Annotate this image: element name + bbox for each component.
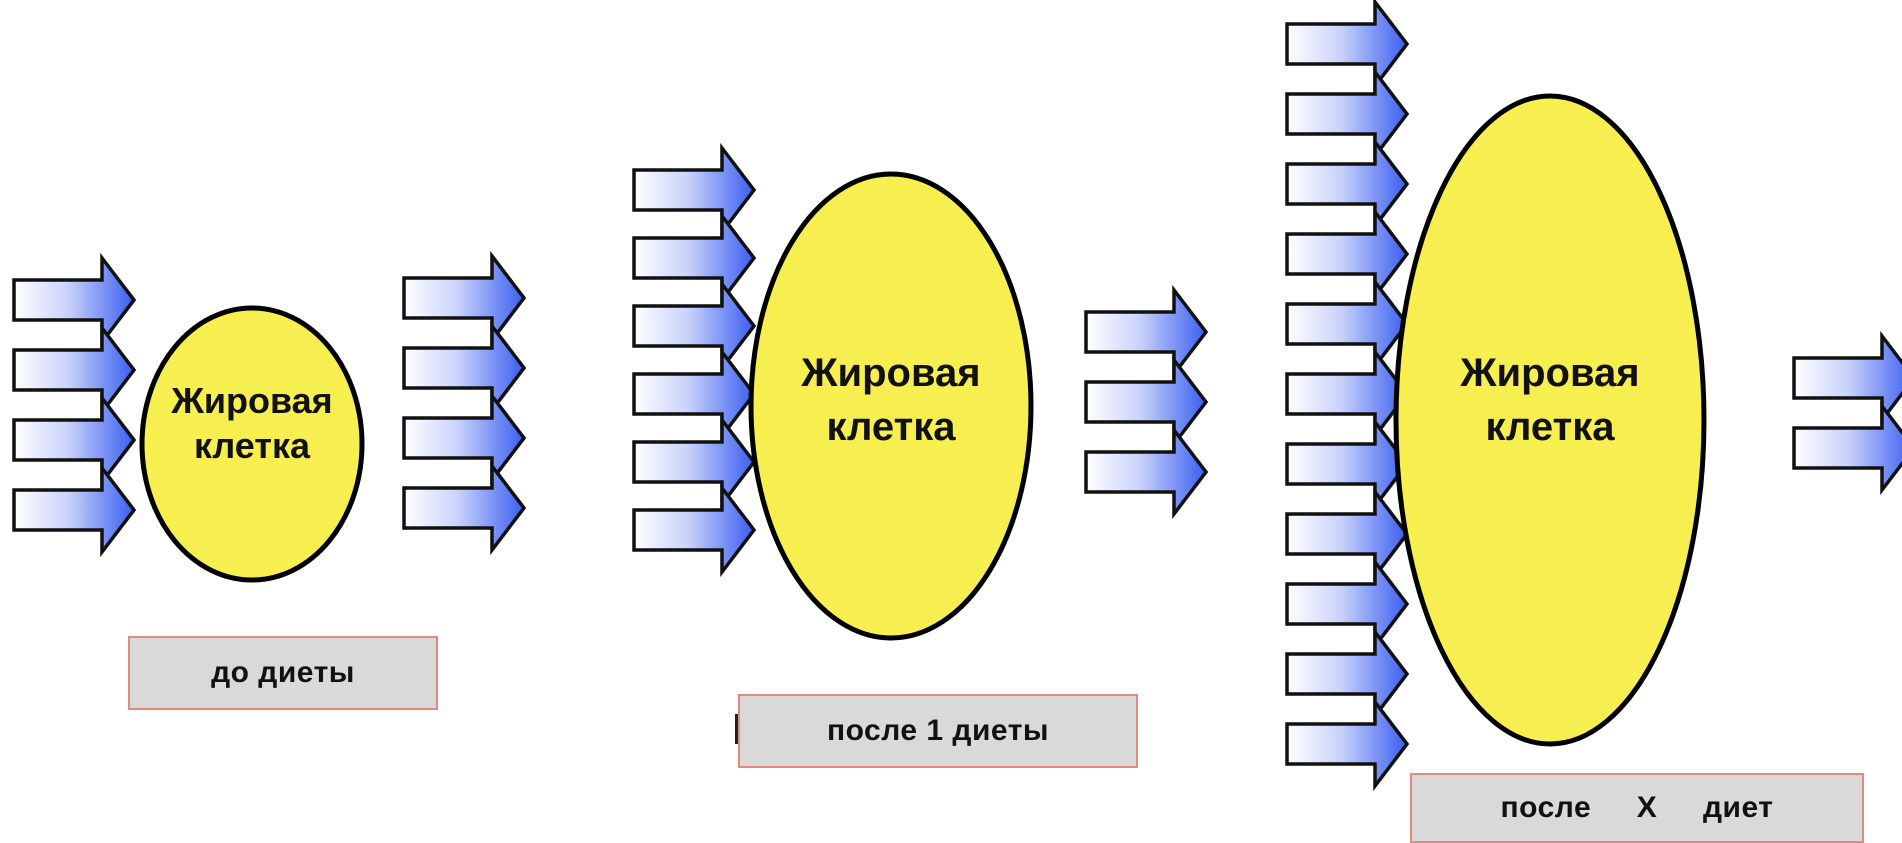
inflow-arrow-icon xyxy=(632,346,757,442)
inflow-arrow-icon xyxy=(12,322,137,418)
outflow-arrow-icon xyxy=(402,250,527,346)
outflow-arrow-icon xyxy=(1084,354,1209,450)
cell-label-stage-2-line2: клетка xyxy=(827,405,957,449)
outflow-arrow-icon xyxy=(1084,284,1209,380)
inflow-arrow-icon xyxy=(1285,66,1410,162)
cell-label-stage-1-line1: Жировая xyxy=(170,380,332,421)
inflow-arrow-icon xyxy=(1285,416,1410,512)
cell-label-stage-3-line2: клетка xyxy=(1486,405,1616,449)
stage-2-outflow-arrows xyxy=(1084,284,1209,520)
cell-label-stage-2-line1: Жировая xyxy=(800,351,980,395)
stage-3-inflow-arrows xyxy=(1285,0,1410,792)
outflow-arrow-icon xyxy=(402,320,527,416)
inflow-arrow-icon xyxy=(1285,206,1410,302)
cell-label-stage-3-line1: Жировая xyxy=(1459,351,1639,395)
inflow-arrow-icon xyxy=(12,462,137,558)
inflow-arrow-icon xyxy=(632,414,757,510)
inflow-arrow-icon xyxy=(1285,136,1410,232)
stage-3-group: Жировая клетка xyxy=(1285,0,1902,792)
stage-2-inflow-arrows xyxy=(632,142,757,578)
cell-label-stage-1-line2: клетка xyxy=(194,425,311,466)
inflow-arrow-icon xyxy=(1285,556,1410,652)
stage-caption-text: до диеты xyxy=(211,656,355,689)
outflow-arrow-icon xyxy=(1084,424,1209,520)
stage-3-outflow-arrows xyxy=(1792,330,1902,496)
inflow-arrow-icon xyxy=(1285,696,1410,792)
stage-1-group: Жировая клетка xyxy=(12,250,527,583)
stage-caption-after-x-diets: после X диет xyxy=(1410,773,1864,843)
stage-2-group: Жировая клетка xyxy=(632,142,1209,641)
inflow-arrow-icon xyxy=(632,482,757,578)
inflow-arrow-icon xyxy=(12,252,137,348)
fat-cell-stage-2 xyxy=(748,171,1034,641)
inflow-arrow-icon xyxy=(1285,626,1410,722)
stage-caption-text: после 1 диеты xyxy=(826,714,1050,747)
inflow-arrow-icon xyxy=(632,210,757,306)
fat-cell-stage-3 xyxy=(1393,93,1707,747)
stage-caption-text: после X диет xyxy=(1500,791,1774,824)
inflow-arrow-icon xyxy=(1285,0,1410,92)
stage-1-outflow-arrows xyxy=(402,250,527,556)
inflow-arrow-icon xyxy=(1285,486,1410,582)
fat-cell-stage-1 xyxy=(139,305,365,583)
inflow-arrow-icon xyxy=(632,142,757,238)
inflow-arrow-icon xyxy=(1285,276,1410,372)
inflow-arrow-icon xyxy=(632,278,757,374)
caption-edge-mark xyxy=(735,714,738,744)
outflow-arrow-icon xyxy=(402,390,527,486)
outflow-arrow-icon xyxy=(1792,400,1902,496)
inflow-arrow-icon xyxy=(12,392,137,488)
stage-1-inflow-arrows xyxy=(12,252,137,558)
stage-caption-before-diet: до диеты xyxy=(128,636,438,710)
outflow-arrow-icon xyxy=(1792,330,1902,426)
inflow-arrow-icon xyxy=(1285,346,1410,442)
stage-caption-after-one-diet: после 1 диеты xyxy=(738,694,1138,768)
outflow-arrow-icon xyxy=(402,460,527,556)
